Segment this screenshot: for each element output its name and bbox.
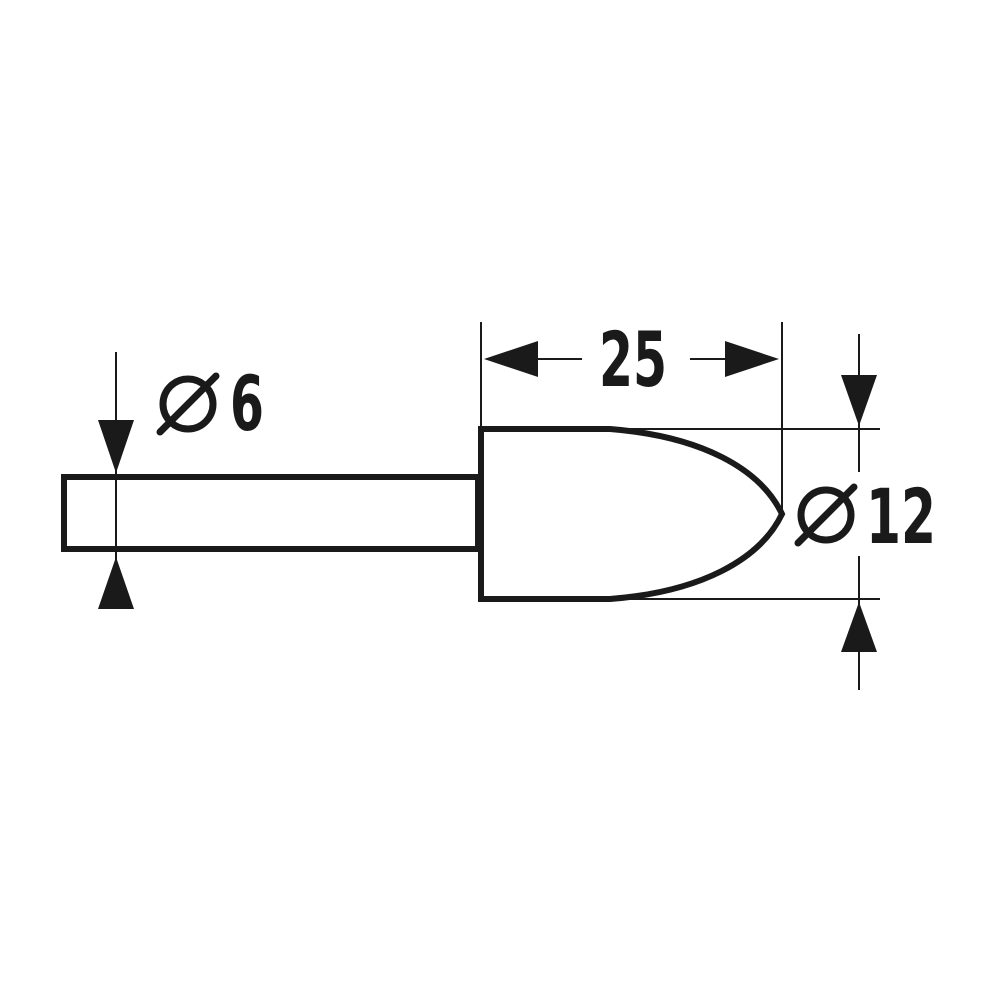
shank-outline <box>61 474 481 552</box>
length-arrow-left <box>484 341 538 377</box>
shank-diameter-arrow-bottom <box>98 557 134 609</box>
head-outline <box>478 426 786 602</box>
head-diameter-arrow-bottom <box>841 602 877 652</box>
length-arrow-right <box>725 341 779 377</box>
part-outline <box>61 426 786 602</box>
shank-diameter-value: 6 <box>230 359 264 448</box>
head-diameter-value: 12 <box>866 472 936 561</box>
diameter-icon <box>156 372 220 436</box>
shank-diameter-dimension: 6 <box>98 352 264 609</box>
length-value: 25 <box>599 315 667 404</box>
shank-diameter-arrow-top <box>98 420 134 473</box>
head-diameter-dimension: 12 <box>612 334 936 690</box>
length-dimension: 25 <box>480 315 783 510</box>
head-diameter-arrow-top <box>841 375 877 426</box>
diameter-icon <box>794 483 858 547</box>
